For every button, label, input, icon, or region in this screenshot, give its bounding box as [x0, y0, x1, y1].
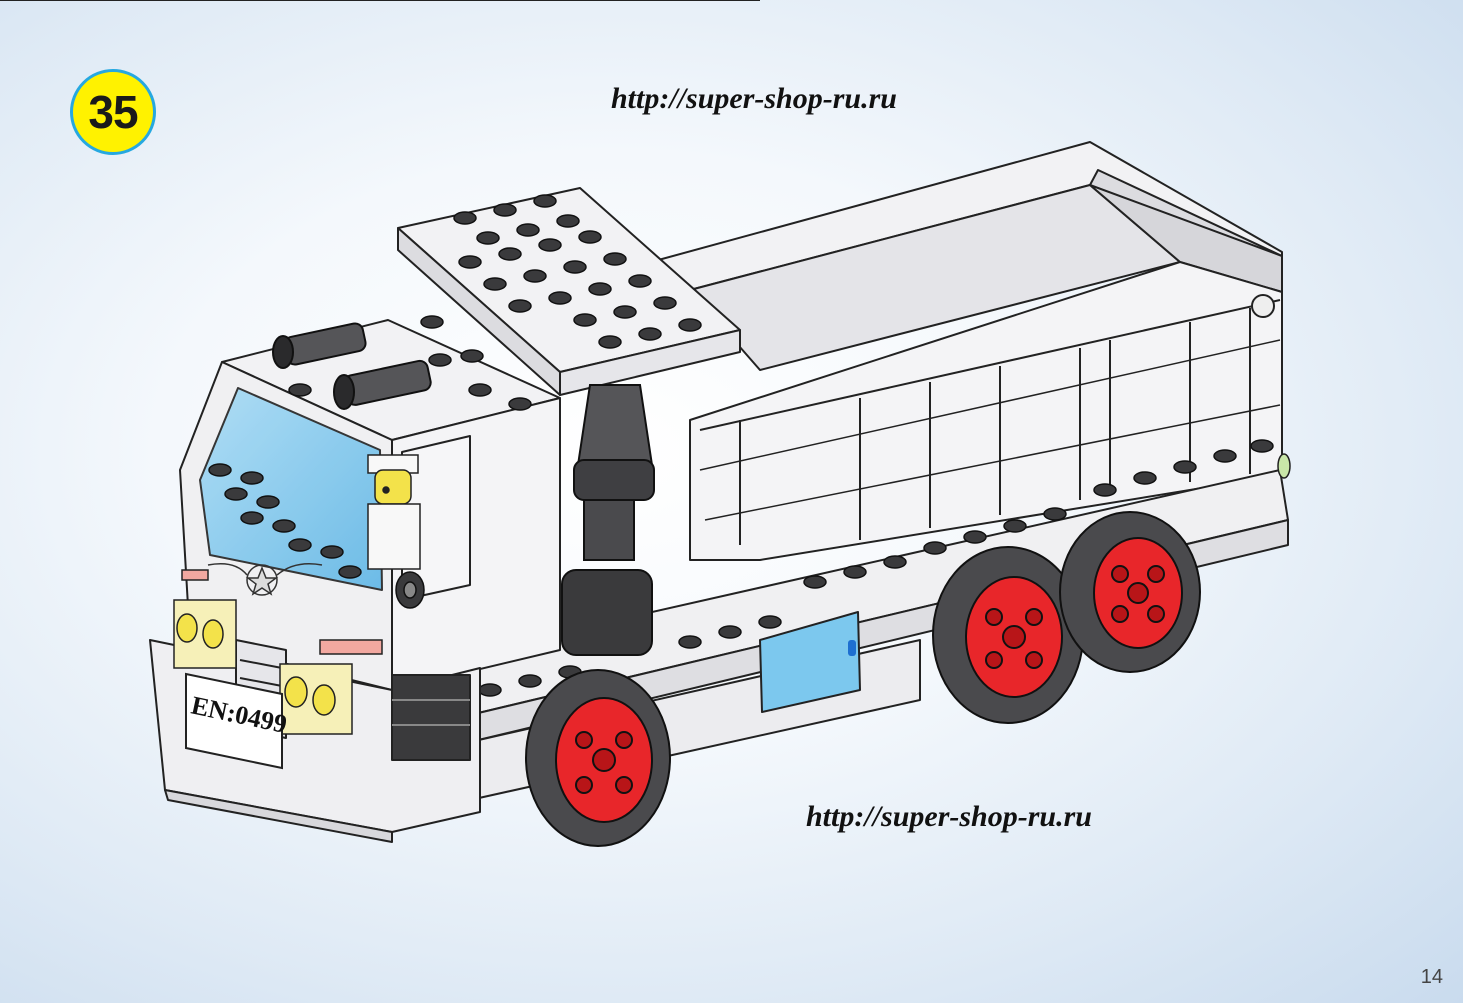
- watermark-url-top: http://super-shop-ru.ru: [611, 82, 897, 115]
- watermark-url-bottom: http://super-shop-ru.ru: [806, 800, 1092, 833]
- cab-roof-studs: [288, 315, 532, 411]
- roof-plate-studs: [453, 194, 702, 349]
- cab-side-vent: [395, 571, 425, 609]
- side-window-blue: [759, 611, 861, 713]
- license-plate: EN:0499: [185, 672, 289, 770]
- door-handle: [848, 640, 856, 656]
- driver-minifigure: [367, 454, 421, 570]
- dashboard-studs: [208, 463, 362, 579]
- middle-rear-wheel: [932, 546, 1084, 724]
- hydraulic-cylinder: [561, 384, 655, 656]
- step-number: 35: [88, 86, 138, 138]
- page-number: 14: [1420, 966, 1443, 988]
- step-number-badge: 35: [70, 69, 156, 155]
- back-rear-wheel: [1059, 511, 1201, 673]
- roof-air-horns: [272, 322, 432, 410]
- rear-light: [1277, 453, 1291, 479]
- front-emblem: [207, 563, 323, 596]
- dump-bed: [0, 0, 1283, 561]
- front-wheel: [525, 669, 671, 847]
- headlights: [173, 569, 383, 735]
